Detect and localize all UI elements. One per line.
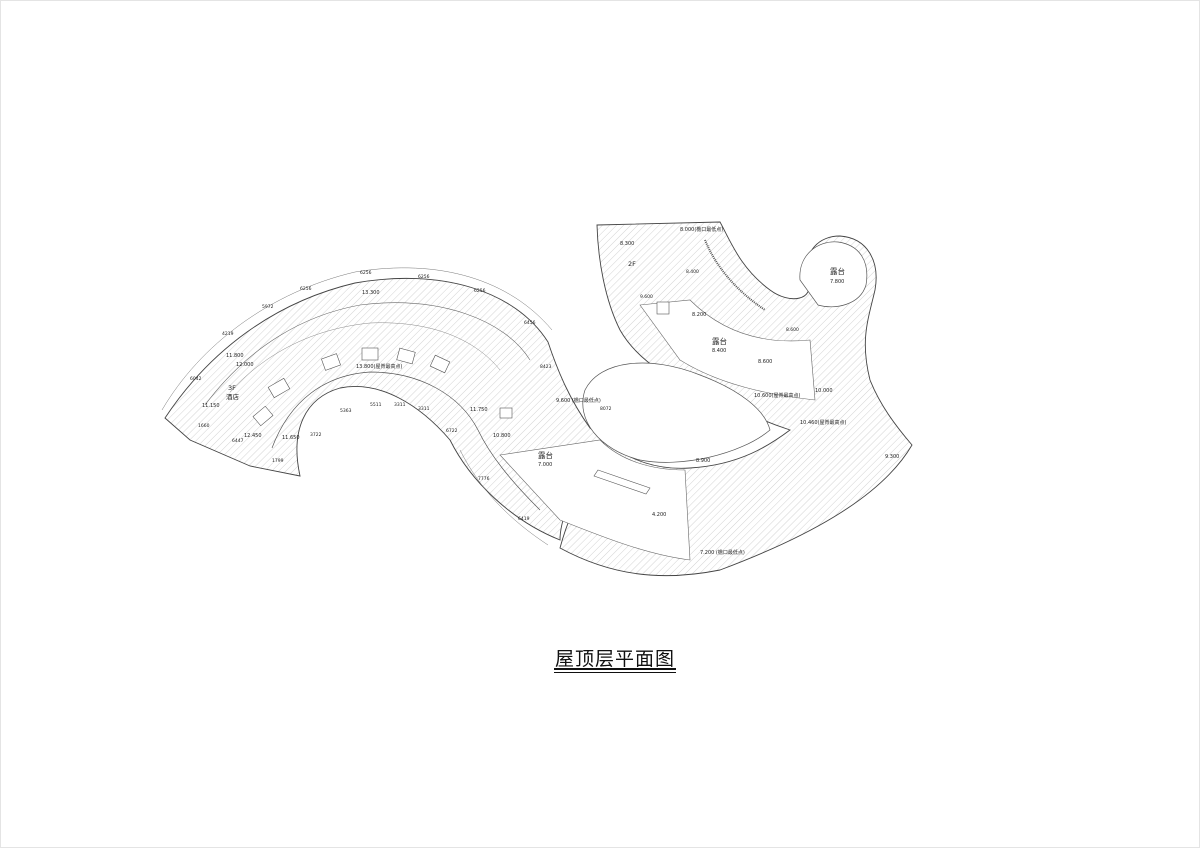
- dimension-label: 1799: [272, 458, 284, 464]
- dimension-label: 3311: [394, 402, 406, 408]
- skylight: [396, 347, 416, 365]
- title-underline-thin: [554, 672, 676, 673]
- level-8600: 8.600: [758, 359, 772, 365]
- level-8400-small: 8.400: [686, 269, 699, 275]
- level-8000: 8.000(檐口最低点): [680, 226, 723, 233]
- left-wing-inner-edge: [204, 302, 531, 406]
- dimension-label: 3311: [418, 406, 430, 412]
- level-9600: 9.600 (檐口最低点): [556, 397, 601, 404]
- drawing-title: 屋顶层平面图: [554, 648, 675, 670]
- dimension-label: 6256: [360, 270, 372, 276]
- level-8600-small: 8.600: [786, 327, 799, 333]
- left-wing-ridge: [229, 322, 501, 393]
- level-10000: 10.000: [815, 388, 833, 394]
- label-terrace-c: 露台: [538, 450, 553, 460]
- level-7200: 7.200 (檐口最低点): [700, 549, 745, 556]
- level-9600-small: 9.600: [640, 294, 653, 300]
- level-13300: 13.300: [362, 290, 380, 296]
- level-11150: 11.150: [202, 403, 220, 409]
- left-inner-curve: [271, 371, 541, 511]
- terrace-b: [639, 299, 816, 401]
- label-3f: 3F: [228, 384, 236, 392]
- dimension-label: 6419: [518, 516, 530, 522]
- round-terrace: [799, 241, 868, 308]
- label-terrace-a-level: 7.800: [830, 279, 844, 285]
- title-underline: [554, 668, 676, 670]
- label-2f: 2F: [628, 260, 636, 268]
- stair: [593, 469, 651, 495]
- skylight: [656, 301, 670, 315]
- level-10460: 10.460(屋脊最高点): [800, 419, 846, 426]
- dimension-label: 6256: [418, 274, 430, 280]
- dimension-label: 5972: [262, 304, 274, 310]
- dimension-line: [161, 267, 553, 411]
- skylight: [252, 405, 274, 427]
- dimension-label: 6256: [300, 286, 312, 292]
- dimension-label: 3722: [310, 432, 322, 438]
- skylight: [267, 377, 291, 399]
- dimension-label: 6256: [474, 288, 486, 294]
- dimension-label: 8072: [600, 406, 612, 412]
- dimension-label: 4219: [222, 331, 234, 337]
- dimension-label: 6447: [232, 438, 244, 444]
- level-10800: 10.800: [493, 433, 511, 439]
- dimension-label: 6456: [524, 320, 536, 326]
- level-11800: 11.800: [226, 353, 244, 359]
- label-terrace-c-level: 7.000: [538, 462, 552, 468]
- skylight: [429, 354, 451, 374]
- label-terrace-a: 露台: [830, 266, 845, 276]
- label-terrace-b: 露台: [712, 336, 727, 346]
- dimension-label: 5511: [370, 402, 382, 408]
- level-11750: 11.750: [470, 407, 488, 413]
- skylight: [361, 347, 379, 361]
- level-9300: 9.300: [885, 454, 899, 460]
- level-10600: 10.600(屋脊最高点): [754, 392, 800, 399]
- level-12000: 12.000: [236, 362, 254, 368]
- dimension-label: 6042: [190, 376, 202, 382]
- level-13800: 13.800(屋脊最高点): [356, 363, 402, 370]
- level-8200: 8.200: [692, 312, 706, 318]
- level-8300: 8.300: [620, 241, 634, 247]
- level-12450: 12.450: [244, 433, 262, 439]
- dimension-label: 7776: [478, 476, 490, 482]
- dimension-label: 5363: [340, 408, 352, 414]
- curved-stair: [704, 239, 766, 311]
- skylight: [321, 353, 341, 371]
- courtyard-void: [582, 362, 771, 463]
- dimension-line: [459, 449, 549, 546]
- skylight: [499, 407, 513, 419]
- label-hotel: 酒店: [226, 392, 240, 401]
- dimension-label: 6722: [446, 428, 458, 434]
- level-8900: 8.900: [696, 458, 710, 464]
- level-11650: 11.650: [282, 435, 300, 441]
- label-terrace-b-level: 8.400: [712, 348, 726, 354]
- dimension-label: 8423: [540, 364, 552, 370]
- dimension-label: 1660: [198, 423, 210, 429]
- level-4200: 4.200: [652, 512, 666, 518]
- terrace-c: [499, 439, 691, 561]
